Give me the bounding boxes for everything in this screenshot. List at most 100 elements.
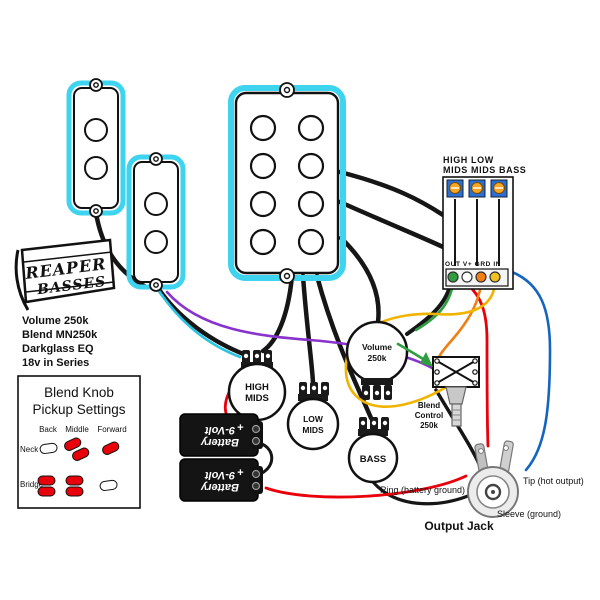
- pot-lug-hole: [254, 353, 260, 359]
- eq-terminal-vplus: [461, 271, 473, 283]
- blend-cross-wire: [436, 360, 476, 384]
- wire-vplus-down-red: [465, 282, 490, 448]
- battery-2: 9-Volt Battery +: [179, 458, 263, 502]
- jack-lug-hole: [478, 448, 484, 454]
- battery-1-label-line2: Battery: [200, 436, 239, 448]
- pot-lug-base: [298, 394, 328, 401]
- bridge-humbucker-pickup: [228, 82, 346, 284]
- pole-piece: [249, 190, 277, 218]
- blend-chart-title-line1: Blend Knob: [44, 385, 114, 400]
- battery-1-polarity: +: [237, 422, 244, 434]
- wire-eq-orange: [437, 282, 483, 359]
- volume-pot-label-line2: 250k: [368, 353, 387, 363]
- blend-lug-hole: [472, 358, 478, 364]
- pole-piece: [297, 228, 325, 256]
- battery-2-label-line1: 9-Volt: [204, 469, 235, 481]
- neck-pickup-ear-top-hole: [93, 82, 99, 88]
- eq-terminal-out: [447, 271, 459, 283]
- wire-bridge-to-eq-2: [337, 199, 446, 250]
- low-mids-pot: LOW MIDS: [286, 382, 340, 451]
- middle-pickup: [126, 152, 186, 292]
- blend-lug-hole: [472, 380, 478, 386]
- wire-pickup-signal-cyan: [157, 289, 242, 359]
- reaper-basses-logo: REAPER BASSES: [14, 238, 116, 311]
- pole-piece: [297, 190, 325, 218]
- pole-piece: [297, 114, 325, 142]
- middle-pickup-body: [133, 161, 179, 283]
- jack-center-pin: [491, 490, 495, 494]
- pot-lug-base: [358, 429, 388, 436]
- volume-pot-body: [345, 320, 409, 384]
- pill-bridge-middle-2: [65, 486, 84, 497]
- blend-chart-col-middle: Middle: [65, 425, 89, 434]
- pot-lug-base: [361, 378, 393, 385]
- battery-1: 9-Volt Battery +: [179, 413, 263, 457]
- bridge-pickup-ear-bottom-hole: [283, 272, 291, 280]
- logo-flag-stripe: [23, 251, 113, 263]
- eq-preamp-module: HIGH LOW MIDS MIDS BASS OUT V+ GRD IN: [442, 155, 526, 290]
- battery-1-terminal: [251, 436, 261, 446]
- blend-chart-col-forward: Forward: [97, 425, 126, 434]
- battery-2-label-line2: Battery: [200, 481, 239, 493]
- wire-ground-to-jack: [371, 480, 470, 506]
- bass-pot: BASS: [347, 417, 399, 484]
- blend-control-label-line3: 250k: [420, 421, 438, 430]
- spec-text-block: Volume 250k Blend MN250k Darkglass EQ 18…: [22, 315, 98, 369]
- spec-eq: Darkglass EQ: [22, 343, 94, 355]
- pole-piece: [297, 152, 325, 180]
- pole-piece: [249, 152, 277, 180]
- pot-lug-hole: [371, 420, 377, 426]
- high-mids-pot-label-line1: HIGH: [245, 382, 269, 393]
- volume-pot-label-line1: Volume: [362, 342, 392, 352]
- blend-chart-title-line2: Pickup Settings: [32, 402, 125, 417]
- volume-to-blend-arrow: [396, 342, 433, 367]
- pole-piece: [84, 156, 108, 180]
- battery-2-terminal: [251, 469, 261, 479]
- bass-pot-label: BASS: [360, 454, 386, 465]
- green-arrowhead-icon: [420, 352, 433, 367]
- jack-title: Output Jack: [424, 519, 494, 533]
- logo-staff: [14, 249, 30, 311]
- pot-lug-hole: [311, 385, 317, 391]
- wire-eq-yellow: [344, 282, 497, 408]
- blend-lug-hole: [434, 380, 440, 386]
- battery-1-label-line1: 9-Volt: [204, 424, 235, 436]
- blend-lug-hole: [434, 358, 440, 364]
- wire-eq-to-jack-blue: [510, 270, 552, 472]
- neck-pickup-body: [73, 87, 119, 209]
- blend-settings-chart: Blend Knob Pickup Settings Back Middle F…: [17, 375, 141, 509]
- blend-lug-hole: [434, 369, 440, 375]
- blend-control-label-line1: Blend: [418, 401, 440, 410]
- wire-bridge-to-volume: [338, 235, 381, 325]
- neck-pickup-ear-bottom-hole: [93, 208, 99, 214]
- pole-piece: [249, 228, 277, 256]
- bridge-pickup-ear-top-hole: [283, 86, 291, 94]
- pot-lug-hole: [374, 390, 380, 396]
- wire-eq-to-volume: [405, 287, 451, 336]
- pot-lug-hole: [322, 385, 328, 391]
- low-mids-pot-label-line2: MIDS: [302, 425, 324, 435]
- pill-neck-middle-1: [64, 437, 82, 451]
- spec-volume: Volume 250k: [22, 315, 89, 327]
- wire-bridge-cable-1: [260, 273, 295, 354]
- pill-bridge-forward: [99, 479, 118, 491]
- high-mids-pot-label-line2: MIDS: [245, 393, 269, 404]
- eq-terminal-grd: [475, 271, 487, 283]
- wire-battery-to-jack-red: [264, 474, 468, 499]
- battery-1-terminal: [251, 424, 261, 434]
- blend-chart-row-bridge: Bridge: [20, 480, 44, 489]
- pill-neck-middle-2: [72, 447, 90, 461]
- middle-pickup-ear-top-hole: [153, 156, 159, 162]
- eq-terminal-in: [489, 271, 501, 283]
- high-mids-pot: HIGH MIDS: [227, 350, 287, 422]
- wire-bridge-cable-2: [300, 273, 316, 386]
- low-mids-pot-body: [286, 397, 340, 451]
- pill-bridge-back-2: [37, 486, 56, 497]
- wire-bridge-to-eq-1: [337, 169, 446, 218]
- pot-lug-hole: [265, 353, 271, 359]
- bass-pot-body: [347, 432, 399, 484]
- blend-lug-hole: [472, 369, 478, 375]
- jack-ring-label: Ring (battery ground): [380, 485, 465, 495]
